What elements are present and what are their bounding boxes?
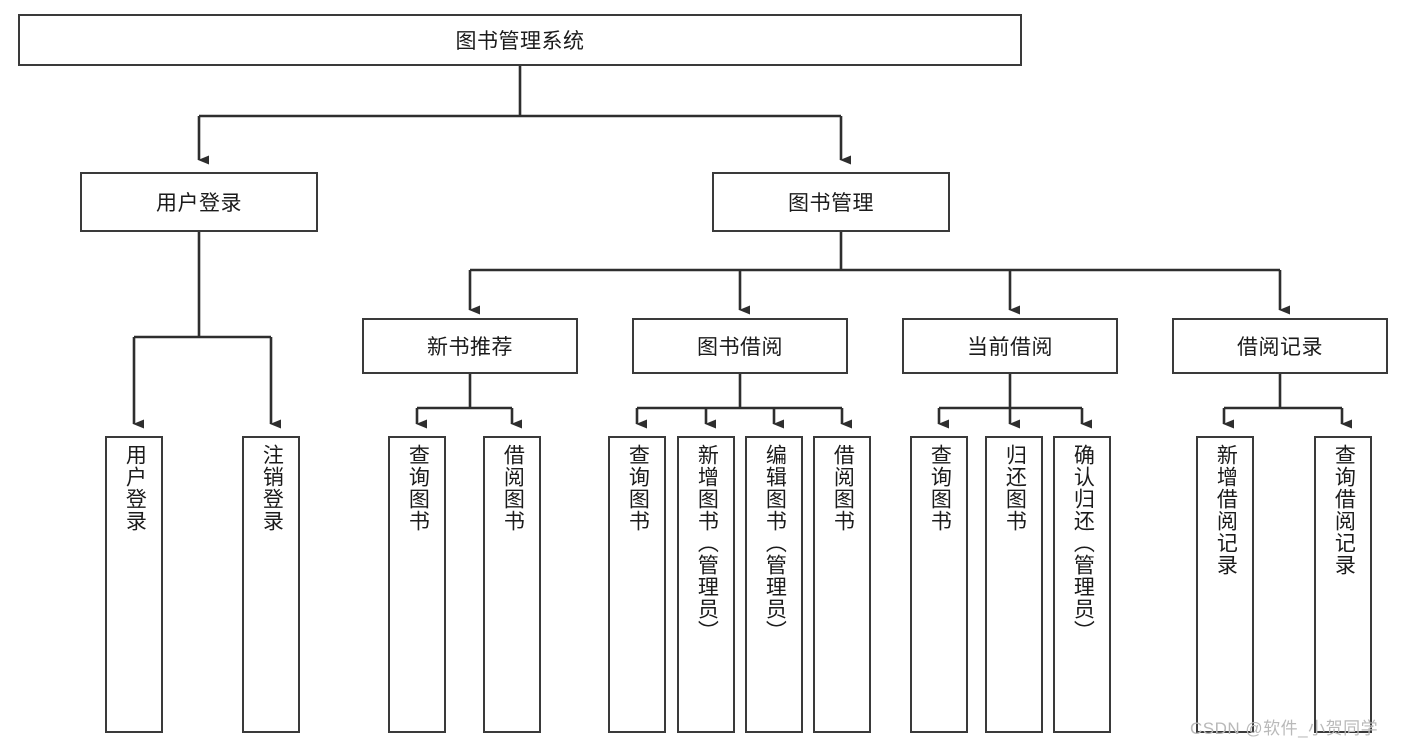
node-label: 查询图书 bbox=[406, 444, 430, 532]
leaf-borrow-book-1[interactable]: 借阅图书 bbox=[483, 436, 541, 733]
leaf-return-book[interactable]: 归还图书 bbox=[985, 436, 1043, 733]
node-label: 新增图书（管理员） bbox=[695, 444, 719, 642]
node-label: 查询借阅记录 bbox=[1332, 444, 1356, 576]
leaf-confirm-return[interactable]: 确认归还（管理员） bbox=[1053, 436, 1111, 733]
leaf-query-book-3[interactable]: 查询图书 bbox=[910, 436, 968, 733]
node-label: 用户登录 bbox=[156, 192, 242, 215]
leaf-query-book-1[interactable]: 查询图书 bbox=[388, 436, 446, 733]
node-book-management[interactable]: 图书管理 bbox=[712, 172, 950, 232]
node-label: 新增借阅记录 bbox=[1214, 444, 1238, 576]
node-current-borrow[interactable]: 当前借阅 bbox=[902, 318, 1118, 374]
node-label: 注销登录 bbox=[260, 444, 284, 532]
leaf-borrow-book-2[interactable]: 借阅图书 bbox=[813, 436, 871, 733]
node-label: 图书借阅 bbox=[697, 336, 783, 359]
leaf-add-record[interactable]: 新增借阅记录 bbox=[1196, 436, 1254, 733]
node-label: 查询图书 bbox=[928, 444, 952, 532]
node-label: 确认归还（管理员） bbox=[1071, 444, 1095, 642]
node-label: 图书管理系统 bbox=[455, 30, 585, 53]
node-borrow-record[interactable]: 借阅记录 bbox=[1172, 318, 1388, 374]
leaf-query-record[interactable]: 查询借阅记录 bbox=[1314, 436, 1372, 733]
node-label: 新书推荐 bbox=[427, 336, 513, 359]
node-label: 图书管理 bbox=[788, 192, 874, 215]
node-label: 当前借阅 bbox=[967, 336, 1053, 359]
node-user-login[interactable]: 用户登录 bbox=[80, 172, 318, 232]
node-label: 借阅图书 bbox=[831, 444, 855, 532]
node-label: 借阅图书 bbox=[501, 444, 525, 532]
leaf-query-book-2[interactable]: 查询图书 bbox=[608, 436, 666, 733]
node-label: 归还图书 bbox=[1003, 444, 1027, 532]
csdn-watermark: CSDN @软件_小贺同学 bbox=[1190, 719, 1379, 738]
leaf-user-login[interactable]: 用户登录 bbox=[105, 436, 163, 733]
node-root-system[interactable]: 图书管理系统 bbox=[18, 14, 1022, 66]
leaf-logout-login[interactable]: 注销登录 bbox=[242, 436, 300, 733]
leaf-add-book[interactable]: 新增图书（管理员） bbox=[677, 436, 735, 733]
node-book-borrow[interactable]: 图书借阅 bbox=[632, 318, 848, 374]
node-label: 查询图书 bbox=[626, 444, 650, 532]
node-label: 借阅记录 bbox=[1237, 336, 1323, 359]
node-label: 用户登录 bbox=[123, 444, 147, 532]
leaf-edit-book[interactable]: 编辑图书（管理员） bbox=[745, 436, 803, 733]
node-new-book-recommend[interactable]: 新书推荐 bbox=[362, 318, 578, 374]
node-label: 编辑图书（管理员） bbox=[763, 444, 787, 642]
